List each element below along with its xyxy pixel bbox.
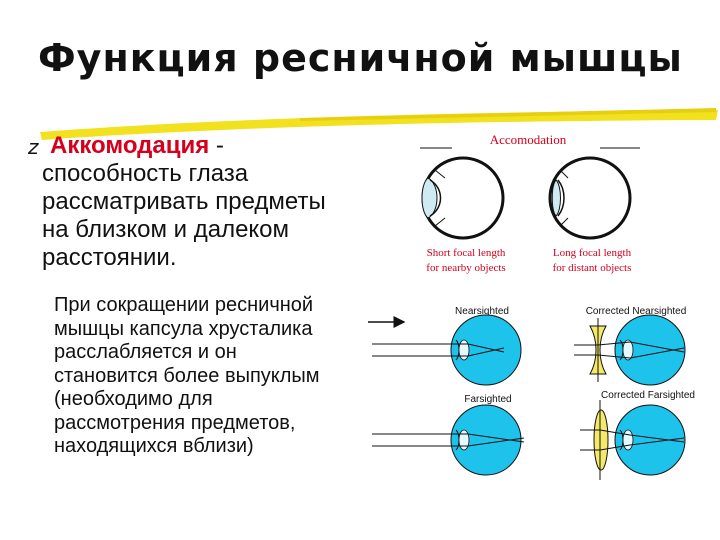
svg-text:z: z (28, 136, 39, 158)
sub-line-3: расслабляется и он (54, 341, 237, 363)
eye-corrected-nearsighted (574, 314, 686, 386)
sub-paragraph: При сокращении ресничной мышцы капсула х… (54, 294, 374, 459)
z-bullet-icon: z (28, 136, 39, 158)
label-farsighted: Farsighted (464, 394, 511, 405)
eye-near-focus (421, 156, 505, 240)
bullet-line-4: расстоянии. (42, 244, 177, 271)
bullet-line-2: рассматривать предметы (42, 188, 326, 215)
label-corrected-nearsighted: Corrected Nearsighted (586, 306, 687, 317)
term-dash: - (209, 132, 224, 159)
diagram-title: Accomodation (490, 132, 567, 147)
right-caption-line-2: for distant objects (553, 262, 632, 274)
label-nearsighted: Nearsighted (455, 306, 509, 317)
sub-line-4: становится более выпуклым (54, 364, 320, 387)
title-underline (40, 108, 718, 140)
left-caption-line-2: for nearby objects (426, 262, 505, 274)
sub-line-1: При сокращении ресничной (54, 294, 314, 316)
sub-line-2: мышцы капсула хрусталика (54, 317, 313, 340)
slide-title: Функция ресничной мышцы (38, 36, 683, 80)
bullet-accommodation: z Аккомодация - способность глаза рассма… (28, 132, 388, 272)
label-corrected-farsighted: Corrected Farsighted (601, 390, 695, 401)
eye-corrected-farsighted (580, 400, 686, 480)
bullet-line-3: на близком и далеком (42, 216, 290, 243)
right-caption-line-1: Long focal length (553, 247, 632, 259)
eye-farsighted (372, 404, 525, 476)
bullet-line-1: способность глаза (42, 160, 249, 187)
left-caption-line-1: Short focal length (427, 247, 506, 259)
eye-nearsighted (372, 314, 522, 386)
convex-lens (593, 409, 609, 471)
sub-line-7: находящихся вблизи) (54, 435, 254, 457)
term-accommodation: Аккомодация (50, 132, 210, 159)
sub-line-6: рассмотрения предметов, (54, 411, 296, 434)
eye-far-focus (548, 156, 632, 240)
sub-line-5: (необходимо для (54, 388, 213, 410)
